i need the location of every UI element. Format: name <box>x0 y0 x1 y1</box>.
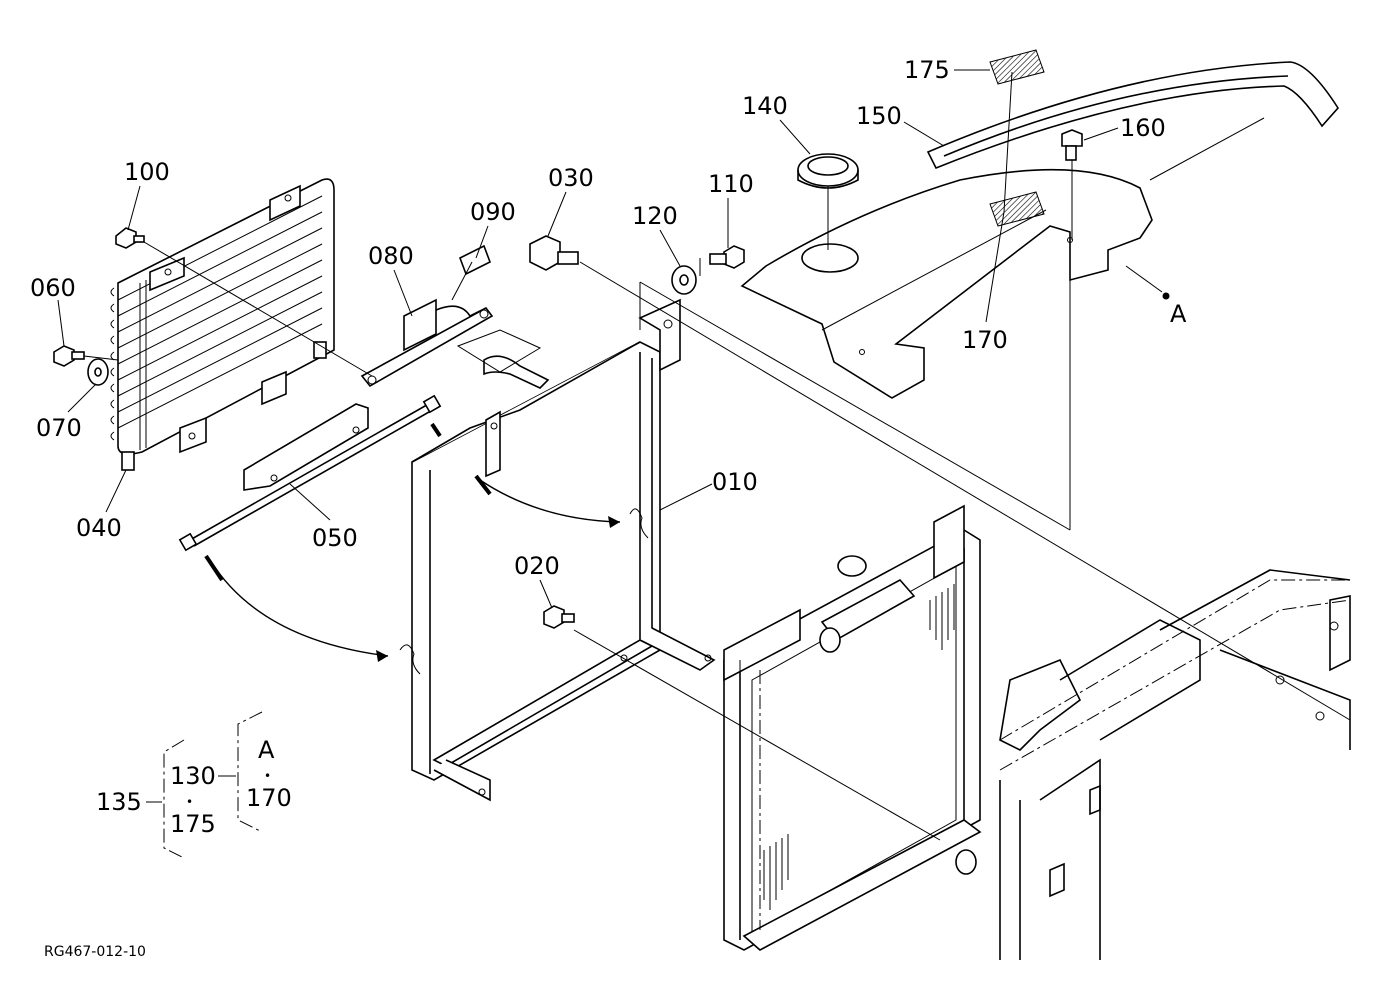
assembly-lines <box>83 117 1351 841</box>
label-160: 160 <box>1120 114 1166 142</box>
drawing-code: RG467-012-10 <box>44 944 146 960</box>
label-ref-a: A <box>1170 300 1187 328</box>
part-labels: 010 020 030 040 050 060 070 080 090 100 … <box>30 56 1187 580</box>
kit-label-170: 170 <box>246 784 292 812</box>
washer-070 <box>87 358 109 386</box>
label-110: 110 <box>708 170 754 198</box>
label-175: 175 <box>904 56 950 84</box>
label-120: 120 <box>632 202 678 230</box>
leader-lines <box>57 69 1170 609</box>
label-020: 020 <box>514 552 560 580</box>
bolt-100 <box>115 227 145 249</box>
label-050: 050 <box>312 524 358 552</box>
grommet <box>797 153 859 189</box>
kit-label-135: 135 <box>96 788 142 816</box>
bolt-060 <box>53 345 85 367</box>
label-060: 060 <box>30 274 76 302</box>
label-030: 030 <box>548 164 594 192</box>
radiator <box>723 504 982 951</box>
radiator-frame <box>399 298 716 802</box>
label-070: 070 <box>36 414 82 442</box>
label-040: 040 <box>76 514 122 542</box>
kit-label-175: 175 <box>170 810 216 838</box>
bolt-160 <box>1061 129 1083 161</box>
kit-dot-1: • <box>186 795 193 809</box>
bolt-020 <box>543 605 575 629</box>
label-010: 010 <box>712 468 758 496</box>
stay-bracket <box>360 244 494 388</box>
bracket-rod <box>178 394 442 552</box>
bolt-030 <box>529 235 579 271</box>
label-080: 080 <box>368 242 414 270</box>
kit-bracket: 135 130 • 175 A • 170 <box>96 711 292 859</box>
label-170: 170 <box>962 326 1008 354</box>
cover-plate <box>740 168 1153 399</box>
label-100: 100 <box>124 158 170 186</box>
label-090: 090 <box>470 198 516 226</box>
bolt-110 <box>709 245 745 269</box>
kit-label-130: 130 <box>170 762 216 790</box>
kit-dot-2: • <box>264 769 271 783</box>
oil-cooler <box>110 178 335 471</box>
label-140: 140 <box>742 92 788 120</box>
assembly-arrows <box>204 422 621 662</box>
kit-label-a: A <box>258 736 275 764</box>
label-150: 150 <box>856 102 902 130</box>
tractor-frame <box>999 569 1351 960</box>
washer-120 <box>671 265 697 295</box>
